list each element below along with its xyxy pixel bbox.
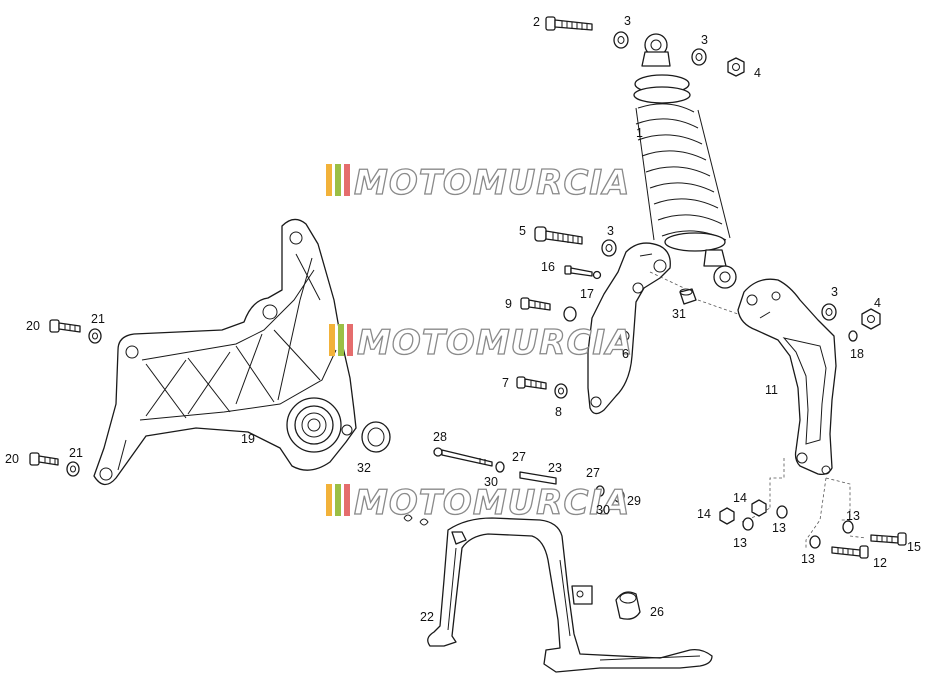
callout-26: 26 <box>650 605 664 619</box>
bolt-15 <box>870 532 907 546</box>
callout-13: 13 <box>846 509 860 523</box>
washer-13-a <box>776 505 788 519</box>
bolt-2 <box>545 16 593 31</box>
callout-1: 1 <box>636 126 643 140</box>
callout-13: 13 <box>801 552 815 566</box>
callout-9: 9 <box>505 297 512 311</box>
callout-14: 14 <box>733 491 747 505</box>
spring-clips <box>403 514 467 545</box>
swing-arm-plate <box>737 278 837 476</box>
washer-3-right <box>691 48 707 66</box>
washer-13-b <box>742 517 754 531</box>
pin-23 <box>519 471 557 485</box>
bolt-20-lower <box>29 452 59 466</box>
callout-13: 13 <box>733 536 747 550</box>
callout-3: 3 <box>607 224 614 238</box>
watermark-bottom: MOTOMURCIA <box>326 482 630 524</box>
callout-15: 15 <box>907 540 921 554</box>
bolt-20-upper <box>49 319 81 333</box>
callout-28: 28 <box>433 430 447 444</box>
svg-text:MOTOMURCIA: MOTOMURCIA <box>354 483 630 523</box>
callout-11: 11 <box>765 383 778 397</box>
callout-4: 4 <box>874 296 881 310</box>
callout-22: 22 <box>420 610 434 624</box>
engine-mount-bracket <box>93 218 357 486</box>
callout-29: 29 <box>627 494 641 508</box>
callout-3: 3 <box>624 14 631 28</box>
bolt-12 <box>831 545 869 559</box>
callout-21: 21 <box>91 312 105 326</box>
callout-16: 16 <box>541 260 555 274</box>
washer-3-right-lower <box>821 303 837 321</box>
link-bracket <box>587 242 671 415</box>
callout-20: 20 <box>26 319 40 333</box>
callout-20: 20 <box>5 452 19 466</box>
stopper-26 <box>615 591 641 620</box>
callout-32: 32 <box>357 461 371 475</box>
callout-27: 27 <box>512 450 526 464</box>
washer-21-lower <box>66 461 80 477</box>
bearing-32 <box>361 421 391 453</box>
center-stand <box>427 517 713 673</box>
callout-14: 14 <box>697 507 711 521</box>
callout-30: 30 <box>596 503 610 517</box>
callout-12: 12 <box>873 556 887 570</box>
nut-14-upper <box>751 499 767 517</box>
callout-31: 31 <box>672 307 686 321</box>
callout-labels: 1 2 3 3 4 5 3 16 17 9 31 6 7 8 3 4 18 11… <box>5 14 921 624</box>
callout-13: 13 <box>772 521 786 535</box>
washer-21-upper <box>88 328 102 344</box>
callout-7: 7 <box>502 376 509 390</box>
callout-18: 18 <box>850 347 864 361</box>
bolt-9 <box>520 297 551 311</box>
washer-3-mid <box>601 239 617 257</box>
callout-21: 21 <box>69 446 83 460</box>
washer-18 <box>848 330 858 342</box>
bolt-16 <box>564 265 602 280</box>
callout-27: 27 <box>586 466 600 480</box>
callout-30: 30 <box>484 475 498 489</box>
callout-2: 2 <box>533 15 540 29</box>
watermark-middle: MOTOMURCIA <box>329 322 633 364</box>
callout-6: 6 <box>622 347 629 361</box>
callout-5: 5 <box>519 224 526 238</box>
callout-19: 19 <box>241 432 255 446</box>
callout-8: 8 <box>555 405 562 419</box>
svg-text:MOTOMURCIA: MOTOMURCIA <box>357 323 633 363</box>
pin-28 <box>433 447 493 467</box>
callout-3: 3 <box>701 33 708 47</box>
callout-4: 4 <box>754 66 761 80</box>
callout-23: 23 <box>548 461 562 475</box>
washer-3-top <box>613 31 629 49</box>
svg-text:MOTOMURCIA: MOTOMURCIA <box>354 163 630 203</box>
nut-4-top <box>727 57 745 77</box>
shock-absorber <box>633 33 737 289</box>
callout-3: 3 <box>831 285 838 299</box>
washer-8 <box>554 383 568 399</box>
washer-13-d <box>809 535 821 549</box>
spacer-9 <box>563 306 577 322</box>
spacer-31 <box>679 288 697 305</box>
clip-29 <box>613 489 625 503</box>
washer-27-right <box>595 485 605 497</box>
nut-14-lower <box>719 507 735 525</box>
washer-13-c <box>842 520 854 534</box>
bolt-5 <box>534 226 583 245</box>
watermark-top: MOTOMURCIA <box>326 162 630 204</box>
nut-4-lower <box>861 308 881 330</box>
callout-17: 17 <box>580 287 594 301</box>
washer-27-left <box>495 461 505 473</box>
bolt-7 <box>516 376 547 390</box>
